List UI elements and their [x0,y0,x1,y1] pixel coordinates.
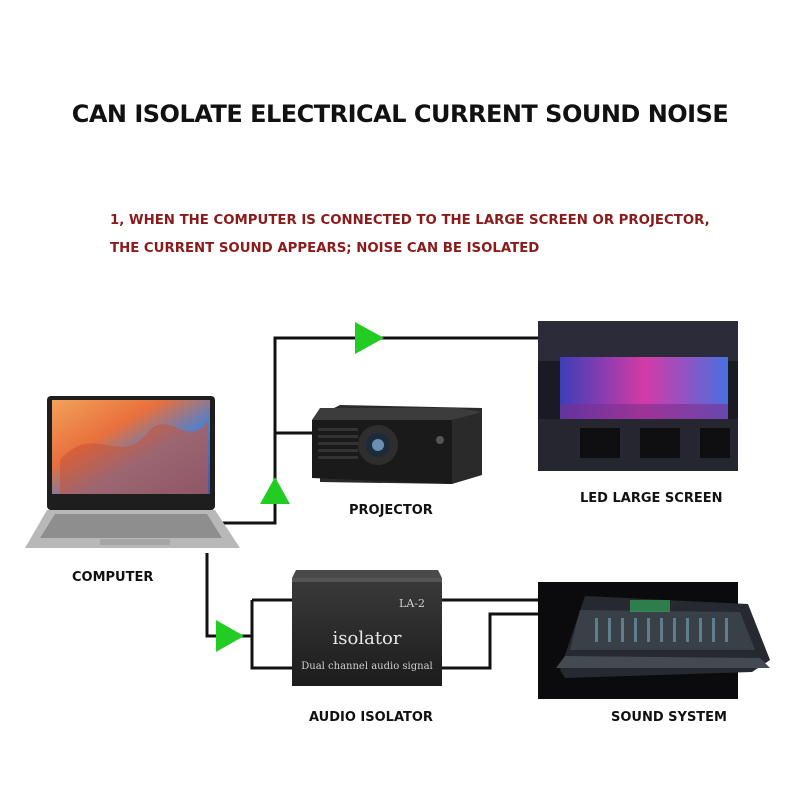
projector-image [312,405,482,484]
audio-isolator-image [292,570,442,686]
sound-system-image [538,582,770,699]
note-line-2: THE CURRENT SOUND APPEARS; NOISE CAN BE … [110,241,540,256]
arrow-right-top [355,322,384,354]
isolator-subtitle-text: Dual channel audio signal [301,661,433,672]
note-line-1: 1, WHEN THE COMPUTER IS CONNECTED TO THE… [110,213,710,228]
label-sound-system: SOUND SYSTEM [611,710,727,725]
page-title: CAN ISOLATE ELECTRICAL CURRENT SOUND NOI… [71,100,729,128]
laptop-image [25,396,240,548]
wire-isolator-out-bottom [442,612,540,670]
led-screen-image [538,321,738,471]
arrow-right-isolator [216,620,244,652]
label-led-screen: LED LARGE SCREEN [580,491,723,506]
isolator-model-text: LA-2 [399,597,425,610]
wire-computer-to-projector [210,336,540,525]
arrow-up-projector [260,477,290,504]
label-computer: COMPUTER [72,570,154,585]
label-audio-isolator: AUDIO ISOLATOR [309,710,433,725]
wires [205,336,540,670]
wire-computer-to-isolator [205,553,252,638]
isolator-name-text: isolator [333,628,402,649]
label-projector: PROJECTOR [349,503,433,518]
wire-isolator-in-left [250,600,292,670]
